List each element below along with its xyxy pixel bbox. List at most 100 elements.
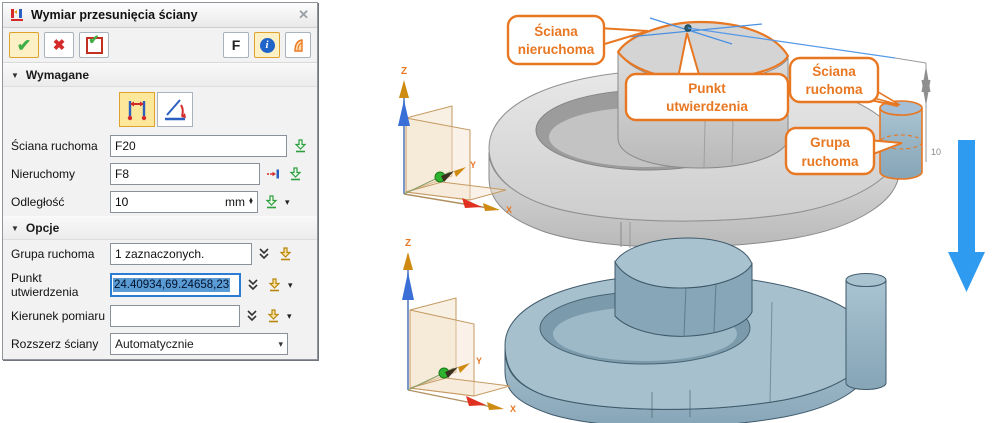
- cancel-button[interactable]: ✖: [44, 32, 74, 58]
- boss-facet-edge: [683, 285, 687, 337]
- axis-x-label: X: [506, 205, 512, 215]
- svg-text:ruchoma: ruchoma: [801, 154, 859, 169]
- svg-text:Ściana: Ściana: [534, 24, 578, 39]
- boss-facet-edge: [713, 281, 717, 333]
- odleglosc-field: mm ▲ ▼: [110, 191, 258, 213]
- centerline: [649, 17, 733, 45]
- ok-check-icon: ✔: [16, 35, 32, 55]
- cancel-x-icon: ✖: [52, 36, 66, 54]
- dialog-wymiar-przesuniecia-sciany: Wymiar przesunięcia ściany ✕ ✔ ✖ ✔ F i: [2, 2, 318, 360]
- grupa-ruchoma-input[interactable]: [110, 243, 252, 265]
- axis-x-label: X: [510, 404, 516, 414]
- value-spinner[interactable]: ▲ ▼: [247, 196, 257, 206]
- dropdown-caret-icon[interactable]: ▾: [287, 310, 292, 321]
- linear-offset-icon: [127, 100, 147, 120]
- svg-text:ruchoma: ruchoma: [805, 82, 863, 97]
- f-label: F: [231, 37, 241, 53]
- grupa-ruchoma-label: Grupa ruchoma: [11, 247, 95, 261]
- angular-offset-icon: [165, 98, 186, 120]
- punkt-utwierdzenia-label: Punkt utwierdzenia: [11, 271, 79, 299]
- unit-label: mm: [225, 195, 246, 209]
- pick-arrow-green-icon[interactable]: [262, 193, 280, 211]
- row-nieruchomy: Nieruchomy: [3, 160, 317, 188]
- svg-text:Grupa: Grupa: [810, 135, 850, 150]
- svg-text:Punkt: Punkt: [688, 81, 726, 96]
- apply-checkbox-icon: ✔: [85, 32, 103, 54]
- row-odleglosc: Odległość mm ▲ ▼ ▾: [3, 188, 317, 216]
- row-grupa-ruchoma: Grupa ruchoma: [3, 240, 317, 268]
- nieruchomy-label: Nieruchomy: [11, 167, 76, 181]
- result-cylinder-top: [845, 273, 887, 287]
- result-arrow: [948, 140, 985, 292]
- pick-arrow-green-icon[interactable]: [286, 165, 304, 183]
- callout-sciana-nieruchoma: Ściana nieruchoma: [506, 14, 649, 66]
- axis-y-label: Y: [476, 356, 482, 366]
- row-sciana-ruchoma: Ściana ruchoma: [3, 132, 317, 160]
- section-wymagane[interactable]: ▼ Wymagane: [3, 63, 317, 87]
- collapse-triangle-icon: ▼: [11, 70, 19, 80]
- original-face-ghost: [879, 134, 923, 150]
- rozszerz-sciany-label: Rozszerz ściany: [11, 337, 99, 351]
- pick-arrow-gold-icon[interactable]: [276, 245, 294, 263]
- axis-z-label: Z: [405, 238, 411, 249]
- row-punkt-utwierdzenia: Punkt utwierdzenia 24.40934,69.24658,23 …: [3, 268, 317, 302]
- collapse-triangle-icon: ▼: [11, 223, 19, 233]
- pick-arrow-green-icon[interactable]: [291, 137, 309, 155]
- selected-coordinates-text: 24.40934,69.24658,23: [113, 278, 231, 292]
- ok-button[interactable]: ✔: [9, 32, 39, 58]
- extension-line: [894, 57, 927, 64]
- kierunek-pomiaru-label: Kierunek pomiaru: [11, 309, 106, 323]
- swap-reference-icon[interactable]: [264, 165, 282, 183]
- dialog-toolbar: ✔ ✖ ✔ F i: [3, 28, 317, 63]
- row-kierunek-pomiaru: Kierunek pomiaru ▾: [3, 302, 317, 330]
- punkt-utwierdzenia-input[interactable]: 24.40934,69.24658,23: [110, 273, 241, 297]
- offset-leader-line: [687, 27, 896, 59]
- top-triad: Z Y X: [398, 66, 512, 215]
- rozszerz-sciany-value: Automatycznie: [115, 337, 194, 351]
- odleglosc-input[interactable]: [111, 193, 224, 211]
- filter-f-button[interactable]: F: [223, 32, 249, 58]
- dialog-titlebar[interactable]: Wymiar przesunięcia ściany ✕: [3, 3, 317, 28]
- result-boss-top[interactable]: [614, 237, 753, 289]
- dimension-10: 10: [921, 63, 941, 162]
- dropdown-caret-icon: ▾: [278, 338, 283, 349]
- dimension-value: 10: [931, 147, 941, 157]
- spin-up-icon: ▲: [248, 196, 254, 203]
- section-opcje[interactable]: ▼ Opcje: [3, 216, 317, 240]
- kierunek-pomiaru-input[interactable]: [110, 305, 240, 327]
- sciana-ruchoma-label: Ściana ruchoma: [11, 139, 98, 153]
- info-icon: i: [259, 37, 275, 53]
- double-chevron-icon[interactable]: [245, 276, 261, 294]
- dropdown-caret-icon[interactable]: ▾: [288, 279, 293, 290]
- angular-offset-type-button[interactable]: [157, 92, 193, 127]
- dropdown-caret-icon[interactable]: ▾: [285, 196, 290, 207]
- callout-grupa-ruchoma: Grupa ruchoma: [784, 126, 903, 176]
- axis-y-label: Y: [470, 160, 476, 170]
- pick-arrow-gold-icon[interactable]: [265, 276, 283, 294]
- dialog-title: Wymiar przesunięcia ściany: [31, 8, 198, 22]
- svg-text:utwierdzenia: utwierdzenia: [666, 99, 748, 114]
- pick-arrow-gold-icon[interactable]: [264, 307, 282, 325]
- sciana-ruchoma-input[interactable]: [110, 135, 288, 157]
- flip-page-icon: [293, 38, 303, 52]
- dialog-title-icon: [11, 9, 23, 21]
- double-chevron-icon[interactable]: [256, 245, 272, 263]
- flip-panel-button[interactable]: [285, 32, 311, 58]
- bottom-triad: Z Y X: [402, 238, 516, 414]
- dimension-type-row: [3, 87, 317, 132]
- section-opcje-label: Opcje: [25, 221, 60, 235]
- info-button[interactable]: i: [254, 32, 280, 58]
- apply-button[interactable]: ✔: [79, 32, 109, 58]
- linear-offset-type-button[interactable]: [119, 92, 155, 127]
- section-wymagane-label: Wymagane: [25, 68, 90, 82]
- odleglosc-label: Odległość: [11, 195, 65, 209]
- row-rozszerz-sciany: Rozszerz ściany Automatycznie ▾: [3, 330, 317, 358]
- rozszerz-sciany-select[interactable]: Automatycznie ▾: [110, 333, 288, 355]
- nieruchomy-input[interactable]: [110, 163, 260, 185]
- close-icon[interactable]: ✕: [298, 7, 309, 22]
- double-chevron-icon[interactable]: [244, 307, 260, 325]
- result-cylinder[interactable]: [845, 279, 887, 390]
- svg-text:nieruchoma: nieruchoma: [518, 42, 595, 57]
